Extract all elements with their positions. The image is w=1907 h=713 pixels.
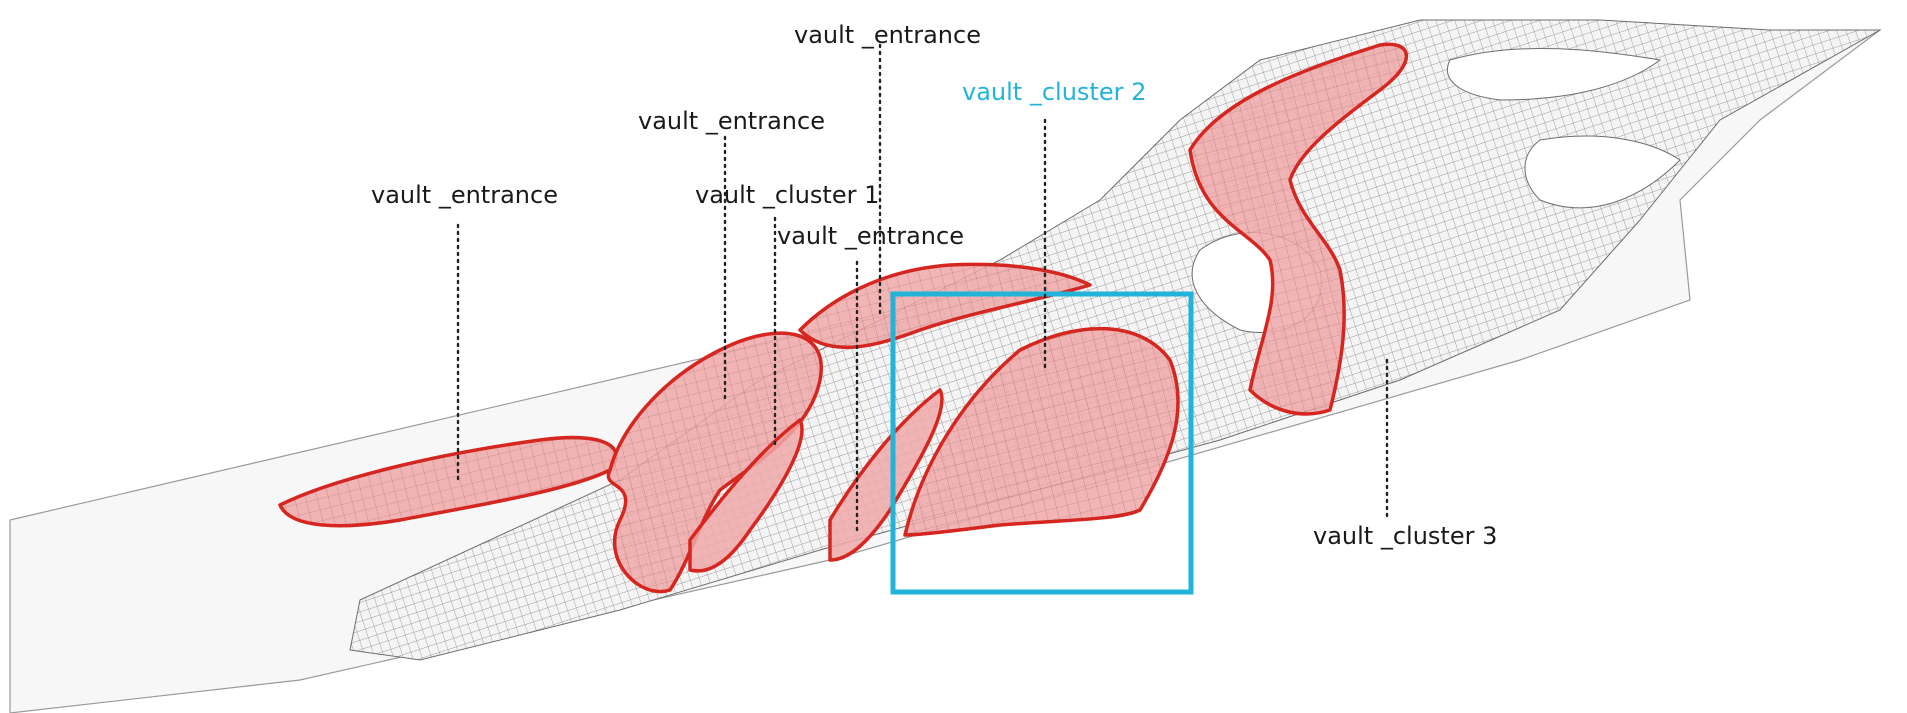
- label-vault-cluster-3: vault _cluster 3: [1313, 522, 1497, 550]
- label-vault-entrance-lower: vault _entrance: [777, 222, 964, 250]
- label-vault-cluster-1: vault _cluster 1: [695, 181, 879, 209]
- label-vault-cluster-2: vault _cluster 2: [962, 78, 1146, 106]
- label-vault-entrance-top: vault _entrance: [794, 21, 981, 49]
- label-vault-entrance-mid: vault _entrance: [638, 107, 825, 135]
- label-vault-entrance-left: vault _entrance: [371, 181, 558, 209]
